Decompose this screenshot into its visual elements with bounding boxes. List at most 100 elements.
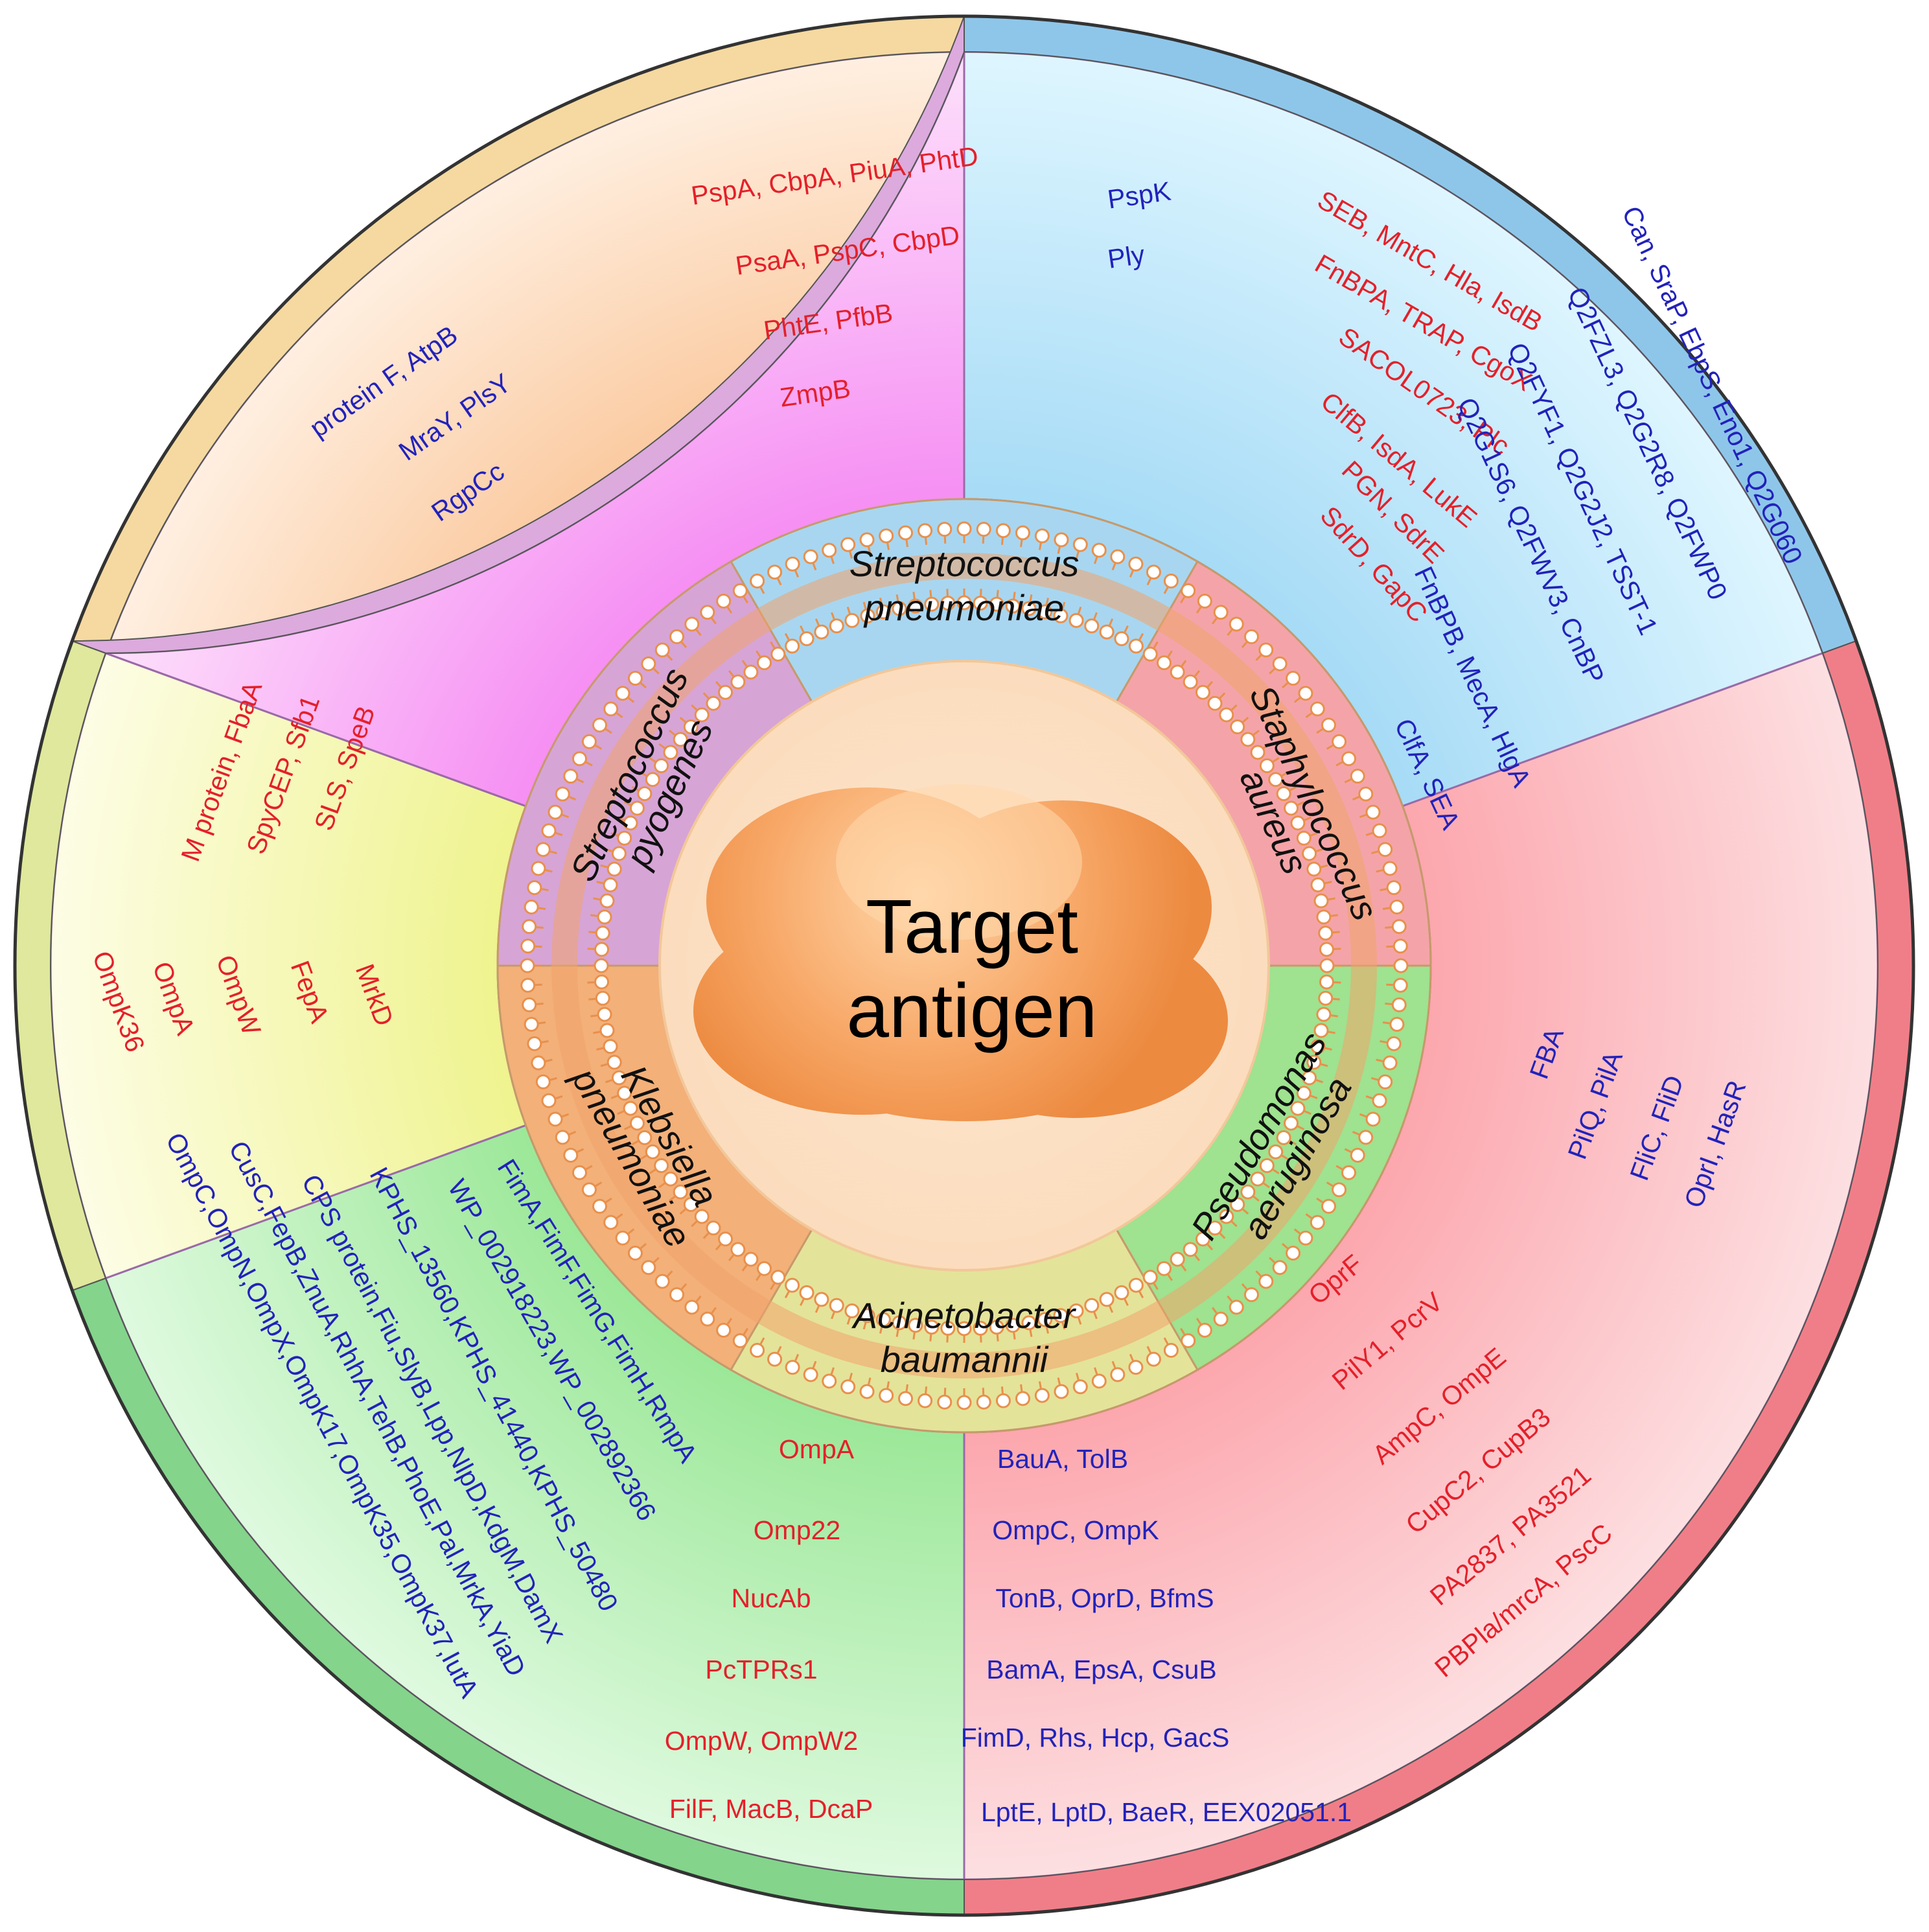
lipid-head-outer	[520, 958, 535, 973]
lipid-head-inner	[829, 618, 844, 634]
lipid-head-inner	[730, 674, 746, 690]
lipid-head-outer	[700, 1311, 715, 1327]
lipid-head-inner	[1183, 1242, 1198, 1257]
lipid-head-outer	[1391, 997, 1407, 1012]
lipid-head-inner	[606, 1054, 622, 1070]
lipid-head-inner	[1284, 800, 1299, 816]
lipid-head-outer	[535, 842, 551, 857]
lipid-head-outer	[684, 1299, 700, 1315]
lipid-head-inner	[814, 624, 829, 640]
lipid-head-inner	[814, 1292, 829, 1307]
antigen-blob	[693, 784, 1228, 1121]
lipid-head-outer	[527, 880, 542, 896]
lipid-head-inner	[770, 1270, 786, 1285]
lipid-head-inner	[606, 861, 622, 877]
lipid-head-inner	[718, 684, 733, 700]
lipid-head-outer	[898, 1391, 914, 1406]
lipid-head-outer	[1372, 823, 1387, 839]
lipid-head-inner	[1310, 877, 1326, 892]
antigen-label-ab: OmpC, OmpK	[992, 1515, 1159, 1545]
lipid-head-inner	[623, 1100, 638, 1116]
lipid-head-outer	[1341, 751, 1357, 767]
lipid-head-outer	[1392, 977, 1408, 993]
lipid-head-inner	[611, 846, 627, 861]
antigen-label-ab: TonB, OprD, BfmS	[995, 1583, 1214, 1613]
lipid-head-inner	[1319, 974, 1334, 990]
lipid-head-inner	[1250, 745, 1265, 760]
lipid-head-outer	[976, 1394, 991, 1410]
lipid-head-outer	[641, 656, 656, 671]
lipid-head-outer	[563, 769, 579, 784]
lipid-head-outer	[641, 1260, 656, 1275]
lipid-head-inner	[1005, 1318, 1021, 1333]
lipid-head-outer	[1243, 1287, 1259, 1303]
lipid-head-outer	[1229, 1299, 1244, 1315]
organism-name-line: Acinetobacter	[851, 1295, 1077, 1336]
antigen-label-ab: OmpA	[779, 1434, 855, 1464]
lipid-head-inner	[1099, 624, 1115, 640]
lipid-head-inner	[1240, 732, 1256, 747]
lipid-head-outer	[1091, 1373, 1107, 1389]
lipid-head-outer	[1163, 573, 1179, 588]
lipid-head-inner	[645, 1144, 660, 1159]
lipid-head-outer	[1258, 1274, 1274, 1289]
lipid-head-outer	[520, 977, 536, 993]
lipid-head-outer	[822, 542, 837, 558]
lipid-head-inner	[875, 604, 891, 620]
lipid-head-inner	[683, 1196, 699, 1212]
lipid-head-outer	[1243, 629, 1259, 644]
antigen-label-ab: BauA, TolB	[997, 1444, 1128, 1474]
outer-rim-ring	[13, 14, 1915, 1917]
lipid-head-outer	[1286, 1245, 1301, 1261]
lipid-head-inner	[892, 601, 907, 616]
lipid-head-inner	[1268, 1144, 1284, 1159]
center-title-line-2: antigen	[846, 968, 1097, 1054]
lipid-head-outer	[1072, 1379, 1088, 1395]
lipid-head-inner	[1053, 1308, 1068, 1323]
lipid-head-outer	[555, 786, 570, 802]
lipid-head-outer	[716, 1323, 732, 1338]
lipid-head-inner	[1114, 631, 1129, 646]
lipid-head-outer	[1310, 1215, 1325, 1230]
lipid-head-inner	[1068, 1303, 1084, 1319]
lipid-head-outer	[1321, 717, 1337, 733]
lipid-head-outer	[572, 1165, 587, 1180]
lipid-head-inner	[597, 909, 612, 925]
lipid-head-outer	[669, 629, 685, 644]
lipid-head-inner	[956, 595, 972, 611]
lipid-head-outer	[1321, 1198, 1337, 1214]
lipid-head-inner	[1276, 1130, 1291, 1145]
outer-border	[13, 14, 1915, 1917]
lipid-head-outer	[840, 537, 856, 552]
lipid-head-inner	[663, 745, 678, 760]
lipid-head-inner	[1316, 1007, 1332, 1022]
lipid-head-outer	[563, 1147, 579, 1163]
lipid-head-outer	[1286, 671, 1301, 686]
lipid-head-inner	[599, 1023, 615, 1038]
lipid-head-inner	[785, 1277, 800, 1293]
lipid-head-inner	[706, 1220, 721, 1236]
rim-segment-spy	[72, 16, 965, 654]
lipid-head-outer	[1332, 1182, 1347, 1198]
lipid-head-inner	[1157, 1261, 1172, 1276]
lipid-head-inner	[1207, 1220, 1223, 1236]
lipid-head-inner	[1318, 990, 1334, 1006]
lipid-head-outer	[1034, 1388, 1050, 1403]
lipid-head-inner	[1128, 1277, 1144, 1293]
lipid-head-outer	[1034, 528, 1050, 544]
lipid-head-outer	[581, 1182, 597, 1198]
lipid-head-outer	[803, 1367, 818, 1382]
lipid-head-outer	[785, 1360, 800, 1375]
lipid-head-outer	[1015, 525, 1030, 541]
lipid-head-inner	[603, 1039, 618, 1054]
lipid-head-outer	[1054, 532, 1069, 548]
lipid-head-outer	[1128, 556, 1144, 572]
lipid-head-inner	[1306, 1054, 1322, 1070]
lipid-head-outer	[1213, 605, 1229, 620]
lipid-head-inner	[1313, 1023, 1329, 1038]
lipid-head-inner	[743, 664, 759, 680]
lipid-head-outer	[531, 1055, 546, 1071]
lipid-head-outer	[581, 734, 597, 749]
lipid-head-outer	[716, 593, 732, 609]
